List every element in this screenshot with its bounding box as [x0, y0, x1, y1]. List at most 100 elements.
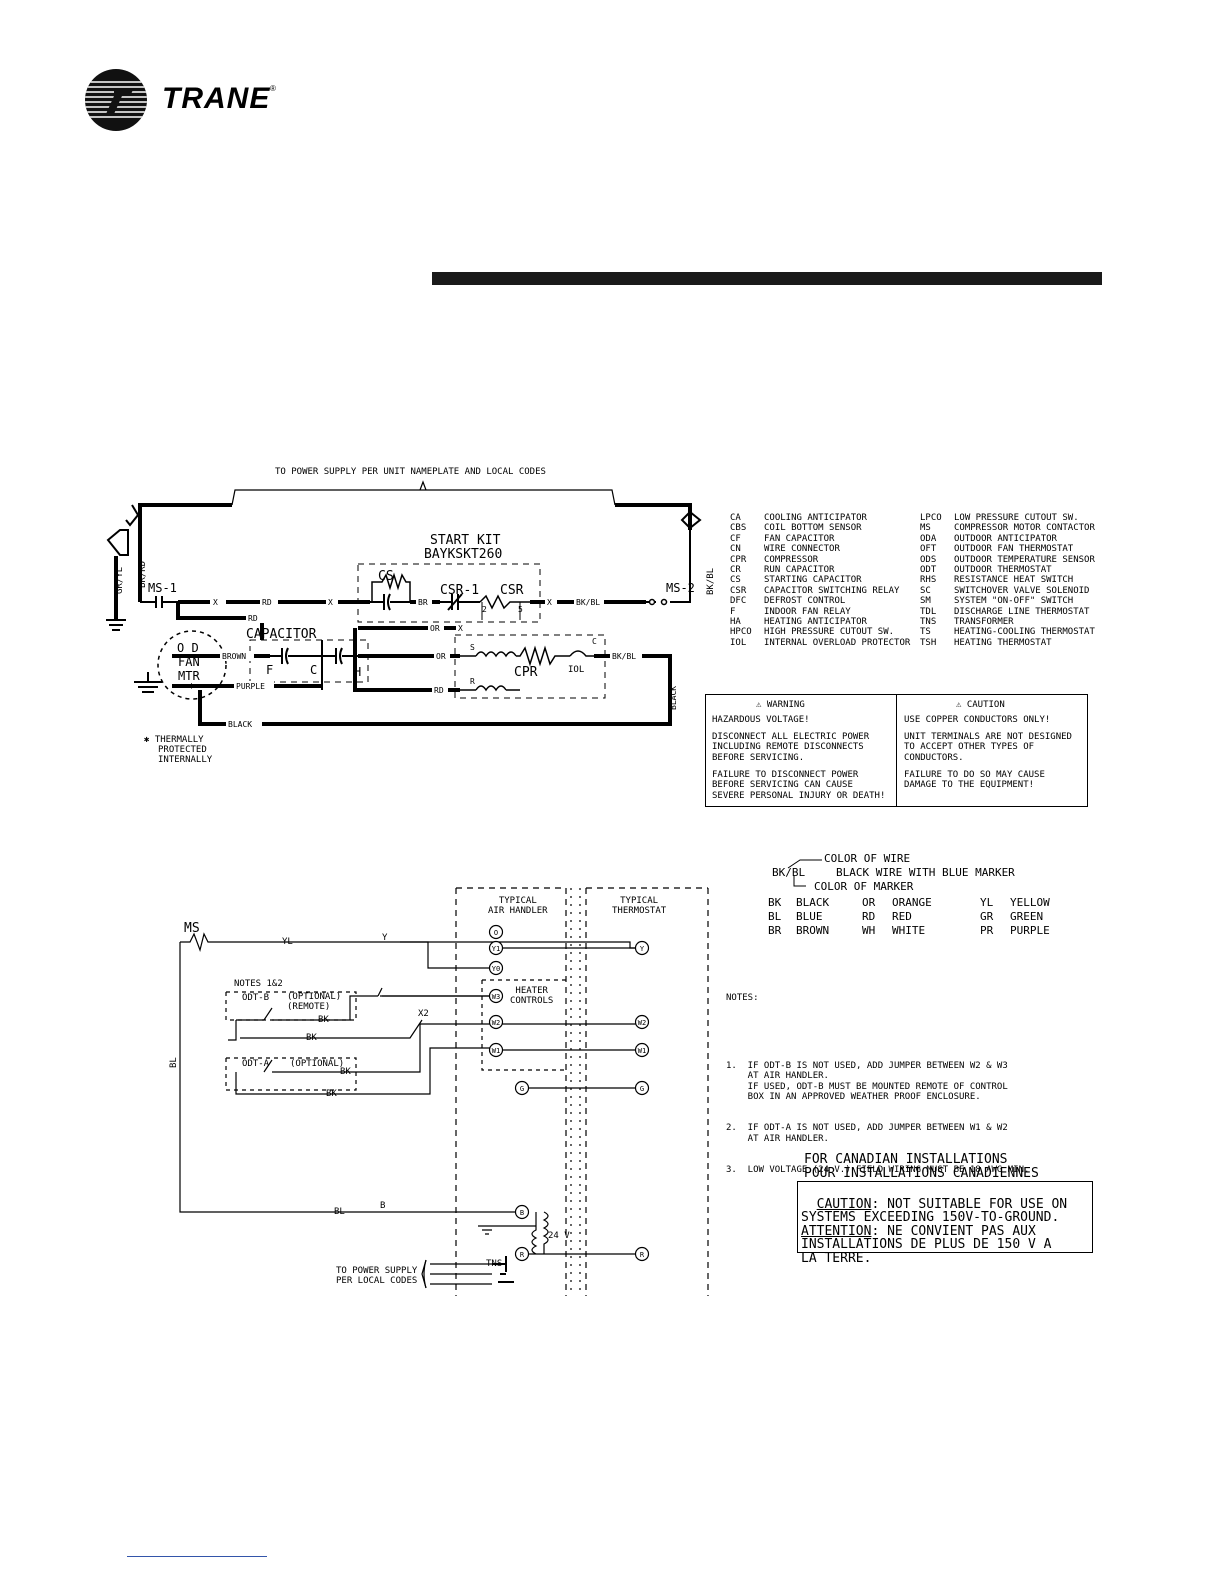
color-code-abbr: BR: [768, 924, 782, 937]
v24-label: 24 V: [548, 1231, 570, 1241]
wire-yl: YL: [282, 937, 293, 947]
color-code-name: PURPLE: [1010, 924, 1050, 937]
svg-text:BK/BL: BK/BL: [576, 598, 600, 607]
color-code-abbr: YL: [980, 896, 994, 909]
power-supply-label: TO POWER SUPPLY PER UNIT NAMEPLATE AND L…: [275, 467, 546, 477]
wire-label-bkbl: BK/BL: [706, 568, 716, 595]
wire-bl-bottom: BL: [334, 1207, 345, 1217]
notes-block: NOTES: 1. IF ODT-B IS NOT USED, ADD JUMP…: [726, 972, 1029, 1186]
legend-desc: TRANSFORMER: [954, 617, 1014, 628]
fan-motor-star: *: [188, 681, 195, 695]
warning-line2: DISCONNECT ALL ELECTRIC POWER INCLUDING …: [712, 732, 870, 763]
legend-desc: HEATING ANTICIPATOR: [764, 617, 867, 628]
canadian-caution-text: : NOT SUITABLE FOR USE ON SYSTEMS EXCEED…: [801, 1196, 1068, 1225]
color-code-abbr: PR: [980, 924, 994, 937]
color-code-name: WHITE: [892, 924, 926, 937]
terminal-circle: [488, 1014, 504, 1030]
legend-abbr: HPCO: [730, 627, 752, 638]
terminal-label: B: [520, 1209, 524, 1217]
header-rule: [432, 272, 1102, 285]
capacitor-terminals: F C H: [266, 663, 361, 679]
thermal-note-1: ✱ THERMALLY: [144, 735, 204, 745]
legend-abbr: ODS: [920, 554, 937, 565]
caution-title: ⚠ CAUTION: [956, 700, 1005, 710]
thermal-note-2: PROTECTED: [158, 745, 207, 755]
notes-title: NOTES:: [726, 992, 759, 1003]
legend-abbr: TSH: [920, 637, 937, 648]
fan-motor-line3: MTR: [178, 669, 200, 683]
ms1-label: MS-1: [148, 581, 177, 595]
terminal-circle: [488, 960, 504, 976]
legend-abbr: CS: [730, 575, 741, 586]
wire-x2: X2: [418, 1009, 429, 1019]
capacitor-label: CAPACITOR: [246, 627, 317, 642]
color-code-legend: COLOR OF WIRE BK/BL BLACK WIRE WITH BLUE…: [760, 850, 1050, 940]
cs-label: CS: [378, 569, 394, 584]
legend-abbr: SM: [920, 596, 931, 607]
legend-abbr: CR: [730, 565, 741, 576]
color-example-desc: BLACK WIRE WITH BLUE MARKER: [836, 866, 1015, 879]
svg-text:S: S: [470, 643, 475, 652]
odta-label: ODT-A: [242, 1059, 270, 1069]
terminal-label: W2: [492, 1019, 500, 1027]
svg-text:R: R: [470, 677, 475, 686]
registered-mark: ®: [270, 84, 276, 93]
legend-desc: OUTDOOR TEMPERATURE SENSOR: [954, 554, 1095, 565]
legend-desc: RUN CAPACITOR: [764, 565, 835, 576]
cpr-label: CPR: [514, 665, 538, 680]
legend-desc: DISCHARGE LINE THERMOSTAT: [954, 606, 1090, 617]
legend-desc: COIL BOTTOM SENSOR: [764, 523, 862, 534]
svg-text:X: X: [328, 598, 333, 607]
legend-desc: FAN CAPACITOR: [764, 533, 835, 544]
tns-label: TNS: [486, 1259, 502, 1269]
caution-line2: UNIT TERMINALS ARE NOT DESIGNED TO ACCEP…: [904, 732, 1072, 763]
note-1: 1. IF ODT-B IS NOT USED, ADD JUMPER BETW…: [726, 1060, 1008, 1103]
terminal-label: Y0: [492, 965, 500, 973]
legend-abbr: CF: [730, 533, 741, 544]
odta-optional: (OPTIONAL): [290, 1059, 344, 1069]
legend-abbr: F: [730, 606, 736, 617]
canadian-caution-word: CAUTION: [816, 1196, 872, 1212]
color-code-arrows: [787, 859, 822, 887]
odtb-label: ODT-B: [242, 993, 269, 1003]
caution-line3: FAILURE TO DO SO MAY CAUSE DAMAGE TO THE…: [904, 770, 1045, 791]
terminal-label: O: [494, 929, 498, 937]
terminal-circle: [634, 1246, 650, 1262]
csr1-label: CSR-1: [440, 583, 479, 598]
start-kit-model: BAYKSKT260: [424, 547, 502, 562]
svg-text:C: C: [310, 663, 317, 677]
svg-text:X: X: [547, 598, 552, 607]
svg-text:BLACK: BLACK: [228, 720, 252, 729]
legend-abbr: RHS: [920, 575, 937, 586]
wire-bl-left: BL: [169, 1057, 179, 1068]
note-3: 3. LOW VOLTAGE (24 V.) FIELD WIRING MUST…: [726, 1164, 1030, 1175]
svg-text:X: X: [458, 624, 463, 633]
heater-controls-label: HEATER CONTROLS: [510, 986, 554, 1007]
svg-text:BROWN: BROWN: [222, 652, 246, 661]
svg-text:C: C: [592, 637, 597, 646]
color-of-wire: COLOR OF WIRE: [824, 852, 911, 865]
legend-desc: COMPRESSOR MOTOR CONTACTOR: [954, 523, 1095, 534]
air-handler-title: TYPICAL AIR HANDLER: [488, 896, 548, 917]
legend-abbr: CSR: [730, 585, 747, 596]
legend-desc: INTERNAL OVERLOAD PROTECTOR: [764, 637, 911, 648]
odtb-optional: (OPTIONAL) (REMOTE): [287, 992, 342, 1013]
legend-desc: OUTDOOR THERMOSTAT: [954, 565, 1052, 576]
